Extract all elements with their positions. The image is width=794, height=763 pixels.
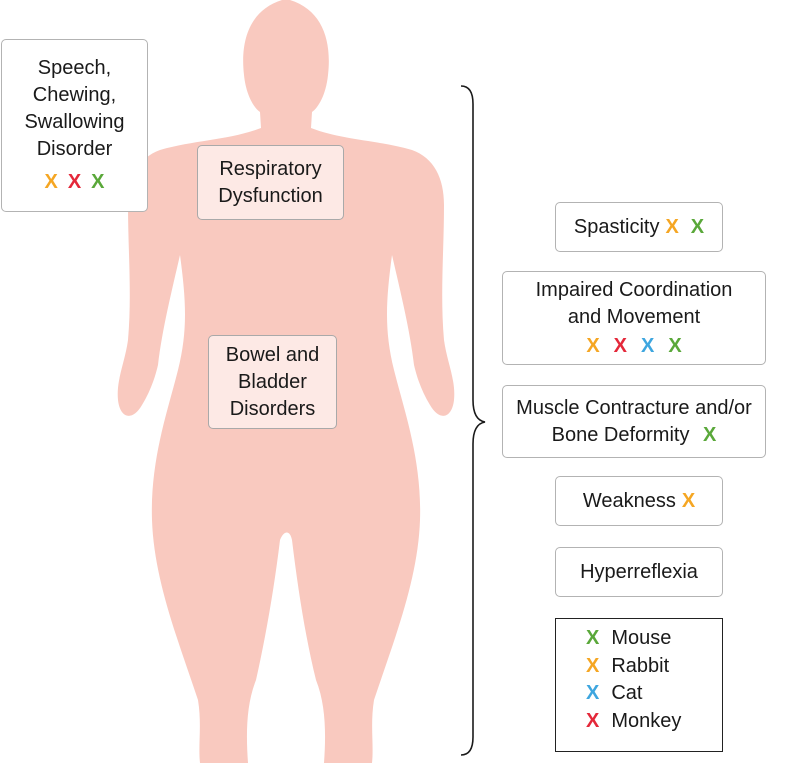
hyperreflexia-label: Hyperreflexia [580, 560, 698, 583]
legend-item-monkey: X Monkey [586, 708, 722, 736]
coordination-line-1: Impaired Coordination [535, 278, 733, 301]
cat-mark: X [641, 334, 655, 357]
legend-label-rabbit: Rabbit [611, 654, 670, 677]
monkey-mark: X [67, 171, 82, 193]
curly-brace [460, 85, 486, 756]
speech-line-3: Swallowing [24, 111, 125, 133]
speech-line-4: Disorder [36, 138, 113, 160]
bowel-line-3: Disorders [229, 397, 316, 420]
bowel-line-1: Bowel and [225, 343, 320, 366]
legend-label-mouse: Mouse [611, 627, 672, 649]
coordination-species-marks: X X X X [586, 333, 681, 360]
spasticity-box: Spasticity X X [555, 202, 723, 252]
rabbit-mark: X [665, 215, 679, 238]
speech-line-1: Speech, [37, 57, 112, 79]
mouse-mark: X [91, 171, 105, 193]
monkey-mark: X [586, 709, 600, 732]
muscle-contracture-box: Muscle Contracture and/or Bone Deformity… [502, 385, 766, 458]
mouse-mark: X [690, 215, 705, 238]
spasticity-label: Spasticity [573, 215, 660, 238]
spasticity-species-marks: X X [665, 214, 704, 241]
species-legend: X Mouse X Rabbit X Cat X Monkey [555, 618, 723, 752]
contracture-line-2: Bone Deformity [551, 423, 690, 446]
speech-species-marks: X X X [44, 169, 104, 196]
weakness-label: Weakness [582, 489, 676, 512]
mouse-mark: X [668, 334, 682, 357]
respiratory-line-1: Respiratory [219, 157, 322, 180]
coordination-line-2: and Movement [567, 305, 701, 328]
mouse-mark: X [703, 423, 717, 446]
mouse-mark: X [586, 627, 600, 649]
bowel-bladder-box: Bowel and Bladder Disorders [208, 335, 337, 429]
legend-label-monkey: Monkey [611, 709, 682, 732]
respiratory-line-2: Dysfunction [218, 184, 323, 207]
weakness-species-marks: X [682, 488, 695, 515]
impaired-coordination-box: Impaired Coordination and Movement X X X… [502, 271, 766, 365]
speech-chewing-swallowing-box: Speech, Chewing, Swallowing Disorder X X… [1, 39, 148, 212]
bowel-line-2: Bladder [238, 370, 307, 393]
cat-mark: X [586, 682, 600, 704]
contracture-line-1: Muscle Contracture and/or [516, 396, 752, 419]
hyperreflexia-box: Hyperreflexia [555, 547, 723, 597]
legend-item-mouse: X Mouse [586, 625, 722, 653]
rabbit-mark: X [586, 654, 600, 677]
respiratory-dysfunction-box: Respiratory Dysfunction [197, 145, 344, 220]
legend-label-cat: Cat [611, 682, 643, 704]
weakness-box: Weakness X [555, 476, 723, 526]
legend-item-rabbit: X Rabbit [586, 653, 722, 681]
rabbit-mark: X [44, 171, 58, 193]
speech-line-2: Chewing, [32, 84, 117, 106]
rabbit-mark: X [681, 489, 696, 512]
rabbit-mark: X [586, 334, 600, 357]
legend-item-cat: X Cat [586, 680, 722, 708]
contracture-line-2-row: Bone Deformity X [552, 422, 717, 449]
monkey-mark: X [613, 334, 627, 357]
